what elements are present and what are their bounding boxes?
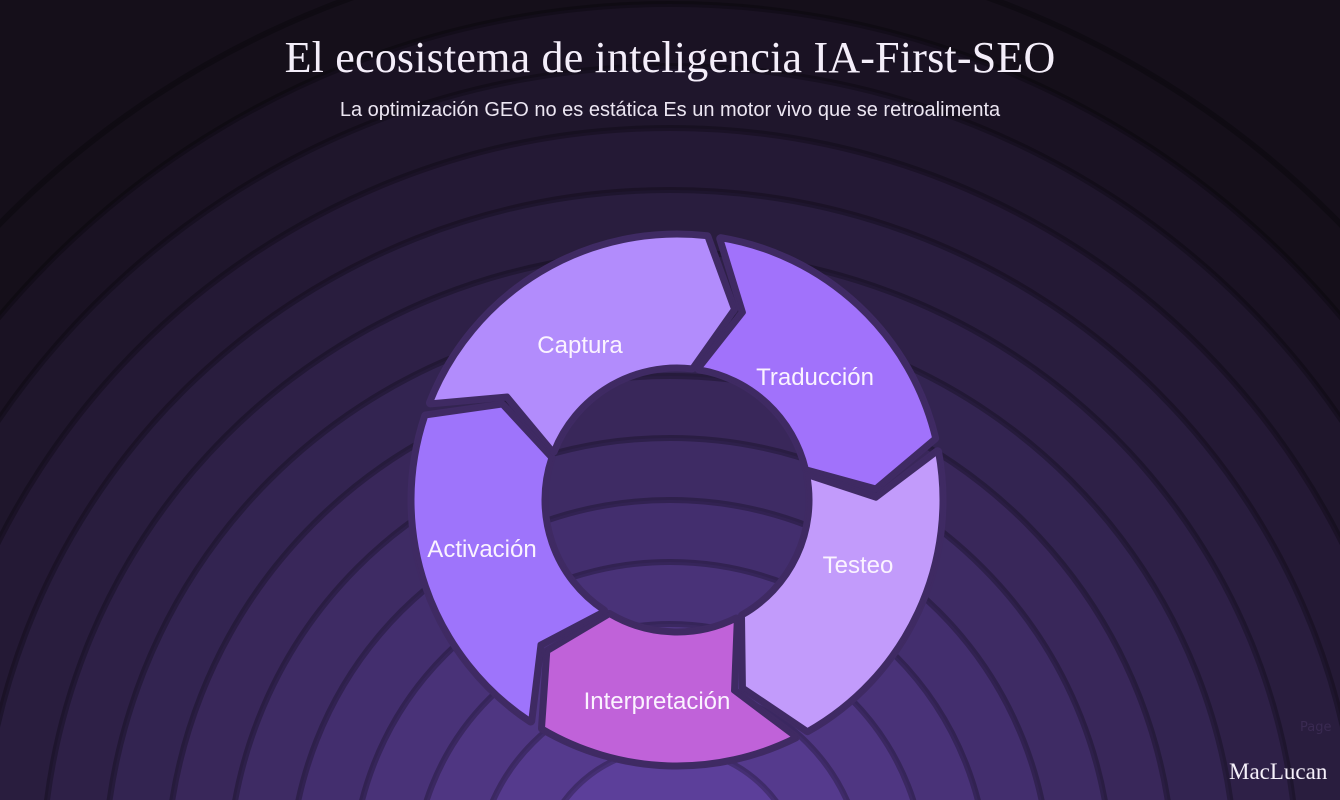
cycle-segment-edge-traduccion bbox=[696, 236, 938, 491]
cycle-segment-edge-interpretacion bbox=[540, 612, 798, 768]
cycle-segment-fill-activacion bbox=[412, 405, 604, 721]
cycle-segment-edge-captura bbox=[427, 232, 737, 454]
cycle-segment-fill-testeo bbox=[742, 451, 943, 731]
cycle-segment-edge-testeo bbox=[739, 449, 945, 734]
page-title: El ecosistema de inteligencia IA-First-S… bbox=[284, 33, 1056, 82]
page-subtitle: La optimización GEO no es estática Es un… bbox=[339, 99, 1001, 121]
cycle-segment-fill-captura bbox=[430, 235, 734, 452]
segment-label-testeo: Testeo bbox=[822, 552, 894, 579]
segment-label-interpretacion: Interpretación bbox=[583, 688, 731, 715]
brand-logo: MacLucan bbox=[1229, 759, 1328, 784]
cycle-segment-edge-activacion bbox=[409, 402, 607, 724]
cycle-segment-fill-traduccion bbox=[698, 238, 935, 488]
cycle-segment-fill-interpretacion bbox=[542, 614, 796, 765]
segment-label-traduccion: Traducción bbox=[756, 364, 874, 391]
page-label: Page bbox=[1300, 720, 1332, 735]
segment-label-captura: Captura bbox=[537, 332, 623, 359]
segment-label-activacion: Activación bbox=[427, 536, 537, 563]
